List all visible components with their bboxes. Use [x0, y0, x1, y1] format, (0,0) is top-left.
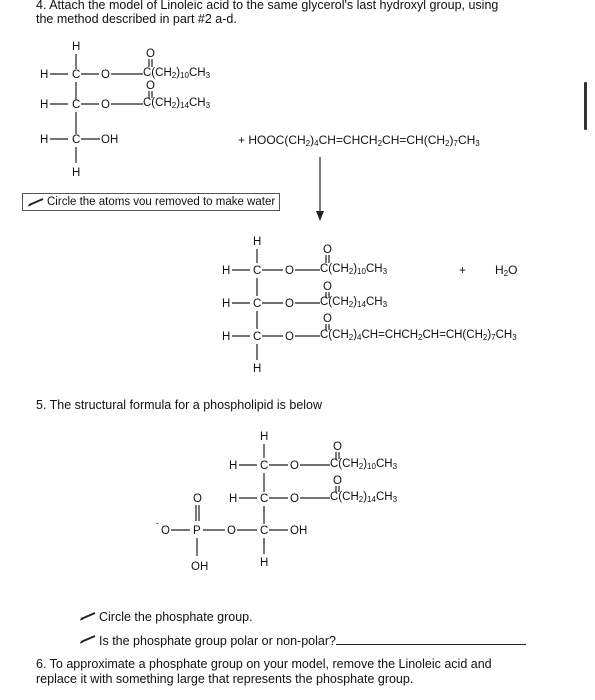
- svg-text:H: H: [260, 557, 268, 569]
- polar-question: Is the phosphate group polar or non-pola…: [99, 633, 526, 649]
- svg-text:O: O: [285, 265, 294, 277]
- svg-text:-: -: [156, 518, 159, 528]
- phospholipid-structure: H H C O O H C O O C OH H O P - O O OH: [156, 431, 342, 573]
- svg-text:C: C: [260, 525, 268, 537]
- svg-text:P: P: [193, 525, 201, 537]
- q4-line2: the method described in part #2 a-d.: [36, 12, 237, 26]
- svg-text:O: O: [290, 493, 299, 505]
- svg-text:O: O: [290, 460, 299, 472]
- pencil-icon: [79, 612, 96, 621]
- svg-text:C: C: [72, 99, 80, 111]
- svg-text:H: H: [229, 493, 237, 505]
- svg-text:OH: OH: [101, 134, 118, 146]
- svg-text:OH: OH: [290, 525, 307, 537]
- scroll-indicator: [584, 82, 587, 130]
- svg-text:O: O: [161, 525, 170, 537]
- svg-text:C: C: [260, 460, 268, 472]
- acyl-group-10: C(CH2)10CH3: [143, 67, 211, 80]
- q4-line1: 4. Attach the model of Linoleic acid to …: [36, 0, 499, 12]
- svg-text:H: H: [222, 265, 230, 277]
- svg-text:H: H: [222, 298, 230, 310]
- acyl-group-14: C(CH2)14CH3: [143, 97, 211, 110]
- svg-text:H: H: [253, 363, 261, 375]
- svg-text:O: O: [101, 99, 110, 111]
- svg-text:H: H: [260, 431, 268, 443]
- pencil-icon: [27, 198, 44, 207]
- svg-text:O: O: [146, 48, 155, 60]
- pencil-icon: [79, 635, 96, 644]
- svg-text:O: O: [323, 281, 332, 293]
- answer-blank[interactable]: [335, 633, 526, 645]
- circle-phosphate-instruction: Circle the phosphate group.: [99, 610, 253, 624]
- q5-title: 5. The structural formula for a phosphol…: [36, 398, 323, 412]
- svg-text:H: H: [40, 99, 48, 111]
- svg-text:C: C: [72, 69, 80, 81]
- phospholipid-acyl-14: C(CH2)14CH3: [330, 491, 398, 504]
- svg-text:O: O: [146, 80, 155, 92]
- svg-text:H: H: [40, 69, 48, 81]
- plus-sign: +: [459, 263, 467, 277]
- svg-text:O: O: [101, 69, 110, 81]
- svg-text:O: O: [323, 313, 332, 325]
- svg-text:O: O: [323, 244, 332, 256]
- svg-text:H: H: [72, 167, 80, 179]
- phospholipid-acyl-10: C(CH2)10CH3: [330, 458, 398, 471]
- circle-atoms-instruction-box: Circle the atoms vou removed to make wat…: [22, 193, 281, 211]
- linoleic-acid-reagent: + HOOC(CH2)4CH=CHCH2CH=CH(CH2)7CH3: [238, 133, 480, 148]
- svg-text:O: O: [285, 331, 294, 343]
- reaction-arrow: [316, 157, 324, 221]
- atom-h-top: H: [72, 41, 80, 53]
- water-product: H2O: [495, 263, 518, 278]
- product-triglyceride: H H C O O H C O O H C O O H: [222, 236, 332, 375]
- svg-text:H: H: [229, 460, 237, 472]
- product-acyl-group-14: C(CH2)14CH3: [320, 296, 388, 309]
- svg-text:H: H: [40, 134, 48, 146]
- reactant-diglyceride: H H C O O H C O O H C OH H: [40, 41, 155, 179]
- q6-line1: 6. To approximate a phosphate group on y…: [36, 657, 492, 671]
- svg-text:O: O: [333, 475, 342, 487]
- svg-text:H: H: [222, 331, 230, 343]
- product-linoleic-chain: C(CH2)4CH=CHCH2CH=CH(CH2)7CH3: [320, 329, 517, 342]
- svg-text:H: H: [253, 236, 261, 248]
- svg-text:O: O: [193, 493, 202, 505]
- svg-text:O: O: [227, 525, 236, 537]
- product-acyl-group-10: C(CH2)10CH3: [320, 263, 388, 276]
- svg-text:C: C: [260, 493, 268, 505]
- q6-line2: replace it with something large that rep…: [36, 672, 414, 686]
- svg-text:O: O: [285, 298, 294, 310]
- svg-text:C: C: [253, 331, 261, 343]
- svg-text:C: C: [253, 298, 261, 310]
- svg-text:O: O: [333, 441, 342, 453]
- svg-text:OH: OH: [191, 561, 208, 573]
- svg-text:C: C: [72, 134, 80, 146]
- svg-text:C: C: [253, 265, 261, 277]
